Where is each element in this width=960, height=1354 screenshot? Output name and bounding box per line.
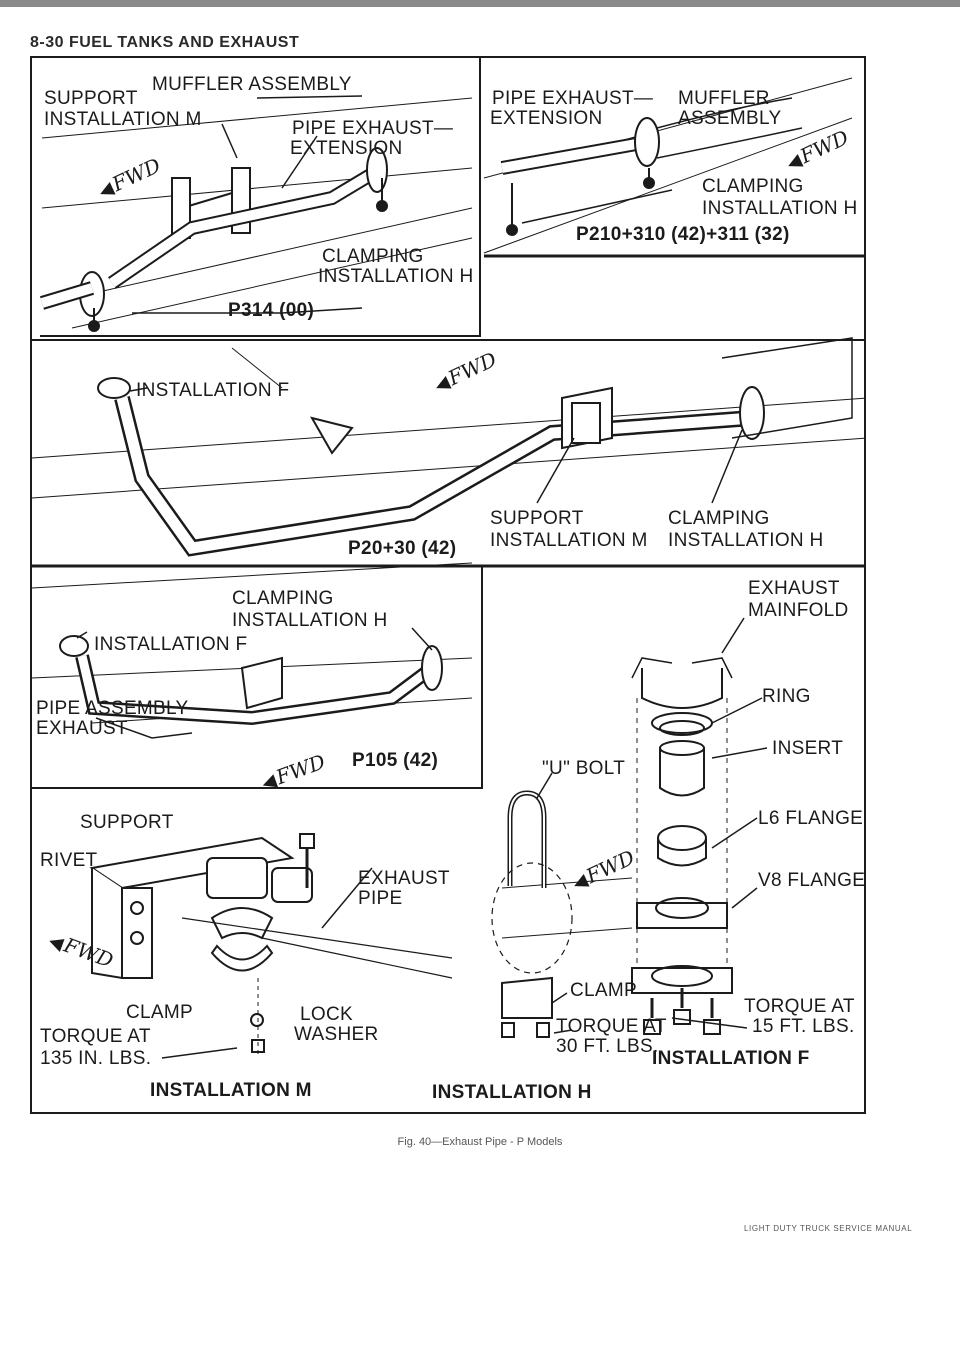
- inst-m-torque-value: 135 IN. LBS.: [40, 1048, 152, 1069]
- inst-h-clamp-label: CLAMP: [570, 980, 637, 1001]
- p20-model-code: P20+30 (42): [348, 538, 457, 559]
- p20-clamping-label: CLAMPING: [668, 508, 770, 529]
- inst-f-torque-value: 15 FT. LBS.: [752, 1016, 855, 1037]
- inst-f-v8-flange-label: V8 FLANGE: [758, 870, 866, 891]
- inst-m-torque-label: TORQUE AT: [40, 1026, 151, 1047]
- inst-m-rivet-label: RIVET: [40, 850, 98, 871]
- p314-installation-m-label: INSTALLATION M: [44, 109, 202, 130]
- inst-m-clamp-label: CLAMP: [126, 1002, 193, 1023]
- panel-p105-drawing: [32, 562, 483, 789]
- panel-p314-drawing: [39, 58, 481, 337]
- inst-h-u-bolt-label: "U" BOLT: [542, 758, 626, 779]
- p314-support-label: SUPPORT: [44, 88, 138, 109]
- p210-installation-h-label: INSTALLATION H: [702, 198, 858, 219]
- inst-f-manifold-label: MAINFOLD: [748, 600, 849, 621]
- p210-extension-label: EXTENSION: [490, 108, 603, 129]
- p314-clamping-label: CLAMPING: [322, 246, 424, 267]
- p210-clamping-label: CLAMPING: [702, 176, 804, 197]
- inst-m-washer-label: WASHER: [294, 1024, 379, 1045]
- installation-m-drawing: [89, 833, 453, 1059]
- p314-model-code: P314 (00): [228, 300, 315, 321]
- inst-h-torque-label: TORQUE AT: [556, 1016, 667, 1037]
- inst-m-pipe-label: PIPE: [358, 888, 403, 909]
- inst-f-exhaust-label: EXHAUST: [748, 578, 840, 599]
- p314-pipe-exhaust-label: PIPE EXHAUST—: [292, 118, 454, 139]
- page-footer: LIGHT DUTY TRUCK SERVICE MANUAL: [744, 1224, 913, 1233]
- p210-muffler-label: MUFFLER: [678, 88, 770, 109]
- exhaust-drawings: [32, 58, 864, 1059]
- p314-muffler-label: MUFFLER ASSEMBLY: [152, 74, 352, 95]
- p210-model-code: P210+310 (42)+311 (32): [576, 224, 790, 245]
- p20-installation-m-label: INSTALLATION M: [490, 530, 648, 551]
- p20-installation-f-label: INSTALLATION F: [136, 380, 290, 401]
- inst-m-title: INSTALLATION M: [150, 1080, 312, 1101]
- p105-pipe-assembly-label: PIPE ASSEMBLY—: [36, 698, 208, 719]
- p210-assembly-label: ASSEMBLY: [678, 108, 782, 129]
- p210-pipe-exhaust-label: PIPE EXHAUST—: [492, 88, 654, 109]
- installation-h-drawing: [491, 772, 633, 1038]
- p105-model-code: P105 (42): [352, 750, 439, 771]
- inst-f-title: INSTALLATION F: [652, 1048, 810, 1069]
- top-rule: [0, 0, 960, 7]
- inst-m-exhaust-label: EXHAUST: [358, 868, 450, 889]
- inst-m-lock-label: LOCK: [300, 1004, 353, 1025]
- inst-h-torque-value: 30 FT. LBS.: [556, 1036, 659, 1057]
- p20-installation-h-label: INSTALLATION H: [668, 530, 824, 551]
- figure-caption: Fig. 40—Exhaust Pipe - P Models: [397, 1136, 563, 1148]
- inst-f-ring-label: RING: [762, 686, 811, 707]
- inst-m-support-label: SUPPORT: [80, 812, 174, 833]
- installation-f-drawing: [631, 617, 768, 1035]
- p314-installation-h-label: INSTALLATION H: [318, 266, 474, 287]
- p20-support-label: SUPPORT: [490, 508, 584, 529]
- exhaust-figure: ◀FWD ◀FWD ◀FWD ◀FWD ◀FWD ◀FWD SUPPORT IN…: [30, 56, 866, 1114]
- inst-f-l6-flange-label: L6 FLANGE: [758, 808, 864, 829]
- inst-h-title: INSTALLATION H: [432, 1082, 592, 1103]
- p105-exhaust-label: EXHAUST: [36, 718, 128, 739]
- p314-extension-label: EXTENSION: [290, 138, 403, 159]
- inst-f-insert-label: INSERT: [772, 738, 844, 759]
- p105-installation-h-label: INSTALLATION H: [232, 610, 388, 631]
- panel-p210-drawing: [483, 77, 864, 258]
- inst-f-torque-label: TORQUE AT: [744, 996, 855, 1017]
- p105-clamping-label: CLAMPING: [232, 588, 334, 609]
- panel-p20-drawing: [32, 337, 864, 568]
- page-header: 8-30 FUEL TANKS AND EXHAUST: [30, 34, 300, 51]
- p105-installation-f-label: INSTALLATION F: [94, 634, 248, 655]
